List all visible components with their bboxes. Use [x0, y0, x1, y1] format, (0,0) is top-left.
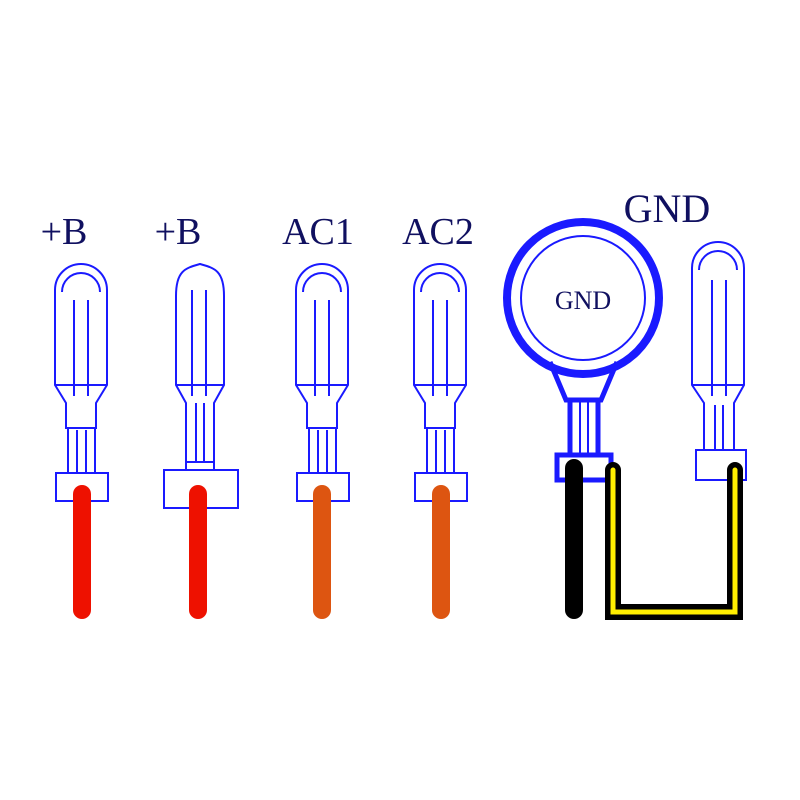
label-plus-b-2: +B: [155, 211, 202, 253]
terminal-gnd: [691, 241, 747, 481]
ring-label-gnd: GND: [555, 286, 611, 315]
terminal-ac1: [295, 263, 350, 502]
terminal-plus-b-2: [163, 262, 239, 509]
terminal-plus-b-1: [54, 263, 109, 502]
terminal-ac2: [413, 263, 468, 502]
label-ac2: AC2: [402, 211, 474, 253]
ring-terminal-gnd: [503, 218, 663, 483]
wire-yellow-jumper: [605, 462, 743, 620]
label-gnd: GND: [624, 186, 711, 231]
label-ac1: AC1: [282, 211, 354, 253]
label-plus-b-1: +B: [41, 211, 88, 253]
